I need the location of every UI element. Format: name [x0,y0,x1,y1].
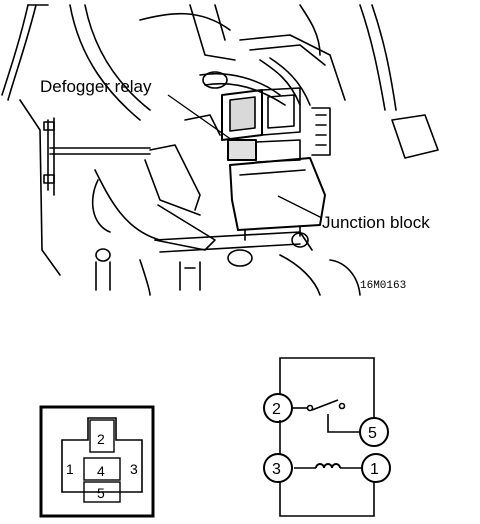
relay-label: Defogger relay [40,77,152,96]
connector-pin-5: 5 [97,485,105,501]
vehicle-illustration [1,4,439,296]
relay-connector-view [39,405,155,518]
junction-block-label: Junction block [322,213,430,232]
connector-pin-3: 3 [130,461,138,477]
schematic-terminal-5: 5 [368,425,377,442]
figure-code: 16M0163 [360,280,406,292]
relay-schematic [263,357,391,517]
schematic-terminal-2: 2 [272,401,281,418]
schematic-terminal-3: 3 [272,461,281,478]
leader-lines [167,94,323,219]
connector-pin-1: 1 [66,461,74,477]
connector-pin-4: 4 [97,463,105,479]
connector-pin-2: 2 [97,431,105,447]
schematic-terminal-1: 1 [370,461,379,478]
